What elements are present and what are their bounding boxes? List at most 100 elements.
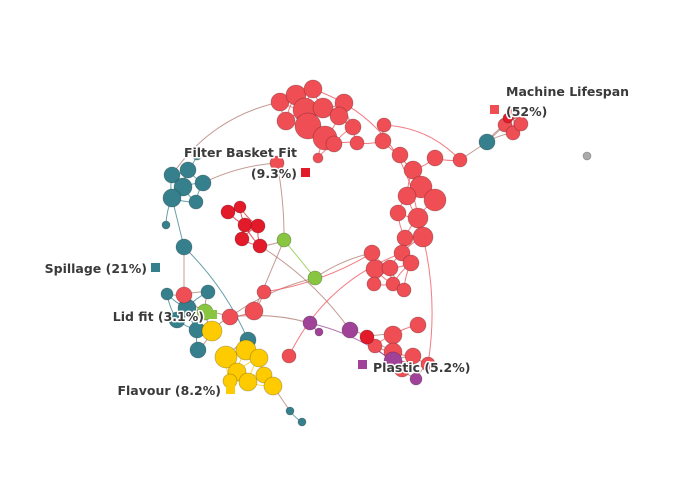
labels-layer: Machine Lifespan (52%) Filter Basket Fit… (43, 83, 631, 400)
flavour-label: Flavour (8.2%) (117, 383, 221, 398)
edge (422, 236, 433, 365)
machine-node[interactable] (363, 244, 381, 262)
machine-node[interactable] (407, 207, 429, 229)
flavour-node[interactable] (238, 372, 258, 392)
spill-node[interactable] (175, 238, 193, 256)
other-node[interactable] (582, 151, 592, 161)
machine-node[interactable] (325, 135, 343, 153)
machine-node[interactable] (404, 347, 422, 365)
filter-node[interactable] (233, 200, 247, 214)
machine-node[interactable] (403, 160, 423, 180)
machine-node[interactable] (312, 152, 324, 164)
filter-basket-fit-label: Filter Basket Fit (184, 145, 297, 160)
machine-node[interactable] (312, 97, 334, 119)
machine-node[interactable] (397, 186, 417, 206)
machine-node[interactable] (329, 106, 349, 126)
plastic-swatch (358, 360, 367, 369)
machine-node[interactable] (303, 79, 323, 99)
machine-node[interactable] (383, 325, 403, 345)
plastic-node[interactable] (302, 315, 318, 331)
spill-node[interactable] (179, 161, 197, 179)
machine-node[interactable] (412, 226, 434, 248)
machine-node[interactable] (402, 254, 420, 272)
spill-node[interactable] (478, 133, 496, 151)
machine-lifespan-pct: (52%) (506, 104, 547, 119)
machine-lifespan-label: Machine Lifespan (506, 84, 629, 99)
machine-node[interactable] (389, 204, 407, 222)
spill-node[interactable] (162, 188, 182, 208)
spill-node[interactable] (297, 417, 307, 427)
filter-node[interactable] (359, 329, 375, 345)
filter-node[interactable] (252, 238, 268, 254)
spill-node[interactable] (191, 149, 203, 161)
machine-node[interactable] (513, 116, 529, 132)
flavour-swatch (226, 385, 235, 394)
lid-fit-label: Lid fit (3.1%) (113, 309, 204, 324)
machine-node[interactable] (505, 125, 521, 141)
spill-node[interactable] (194, 174, 212, 192)
machine-node[interactable] (281, 348, 297, 364)
filter-node[interactable] (502, 112, 514, 124)
nodes-layer (160, 79, 592, 427)
machine-node[interactable] (426, 149, 444, 167)
spill-node[interactable] (161, 220, 171, 230)
machine-node[interactable] (391, 146, 409, 164)
legend-filter-basket-fit[interactable]: Filter Basket Fit (9.3%) (182, 144, 310, 183)
machine-node[interactable] (396, 229, 414, 247)
spill-node[interactable] (189, 341, 207, 359)
machine-node[interactable] (409, 316, 427, 334)
spill-node[interactable] (285, 406, 295, 416)
legend-flavour[interactable]: Flavour (8.2%) (116, 382, 235, 400)
spill-node[interactable] (168, 311, 186, 329)
spill-node[interactable] (173, 177, 193, 197)
spill-node[interactable] (188, 194, 204, 210)
filter-node[interactable] (234, 231, 250, 247)
plastic-node[interactable] (409, 372, 423, 386)
flavour-node[interactable] (201, 320, 223, 342)
machine-node[interactable] (344, 118, 362, 136)
machine-node[interactable] (269, 155, 285, 171)
machine-node[interactable] (367, 338, 383, 354)
flavour-node[interactable] (263, 376, 283, 396)
filter-basket-fit-swatch (301, 168, 310, 177)
legend-spillage[interactable]: Spillage (21%) (43, 260, 160, 278)
machine-node[interactable] (385, 276, 401, 292)
legend-machine-lifespan[interactable]: Machine Lifespan (52%) (490, 83, 631, 121)
plastic-label: Plastic (5.2%) (373, 360, 470, 375)
machine-node[interactable] (175, 286, 193, 304)
filter-node[interactable] (237, 217, 253, 233)
machine-node[interactable] (366, 276, 382, 292)
plastic-node[interactable] (341, 321, 359, 339)
plastic-node[interactable] (383, 351, 403, 371)
machine-node[interactable] (244, 301, 264, 321)
machine-node[interactable] (256, 284, 272, 300)
flavour-node[interactable] (214, 345, 238, 369)
machine-node[interactable] (374, 132, 392, 150)
machine-node[interactable] (420, 356, 436, 372)
spill-node[interactable] (160, 287, 174, 301)
legend-lid-fit[interactable]: Lid fit (3.1%) (111, 308, 217, 326)
legend-plastic[interactable]: Plastic (5.2%) (358, 359, 472, 377)
edge (171, 101, 281, 176)
spill-node[interactable] (163, 166, 181, 184)
edge (383, 124, 461, 161)
machine-node[interactable] (349, 135, 365, 151)
spill-node[interactable] (200, 284, 216, 300)
filter-node[interactable] (220, 204, 236, 220)
lid-node[interactable] (276, 232, 292, 248)
plastic-node[interactable] (314, 327, 324, 337)
machine-node[interactable] (376, 117, 392, 133)
machine-node[interactable] (381, 259, 399, 277)
machine-node[interactable] (409, 175, 433, 199)
machine-node[interactable] (396, 282, 412, 298)
machine-node[interactable] (276, 111, 296, 131)
edge (183, 246, 249, 341)
flavour-node[interactable] (249, 348, 269, 368)
machine-node[interactable] (365, 259, 385, 279)
lid-node[interactable] (307, 270, 323, 286)
machine-node[interactable] (221, 308, 239, 326)
machine-node[interactable] (452, 152, 468, 168)
machine-node[interactable] (423, 188, 447, 212)
filter-node[interactable] (250, 218, 266, 234)
